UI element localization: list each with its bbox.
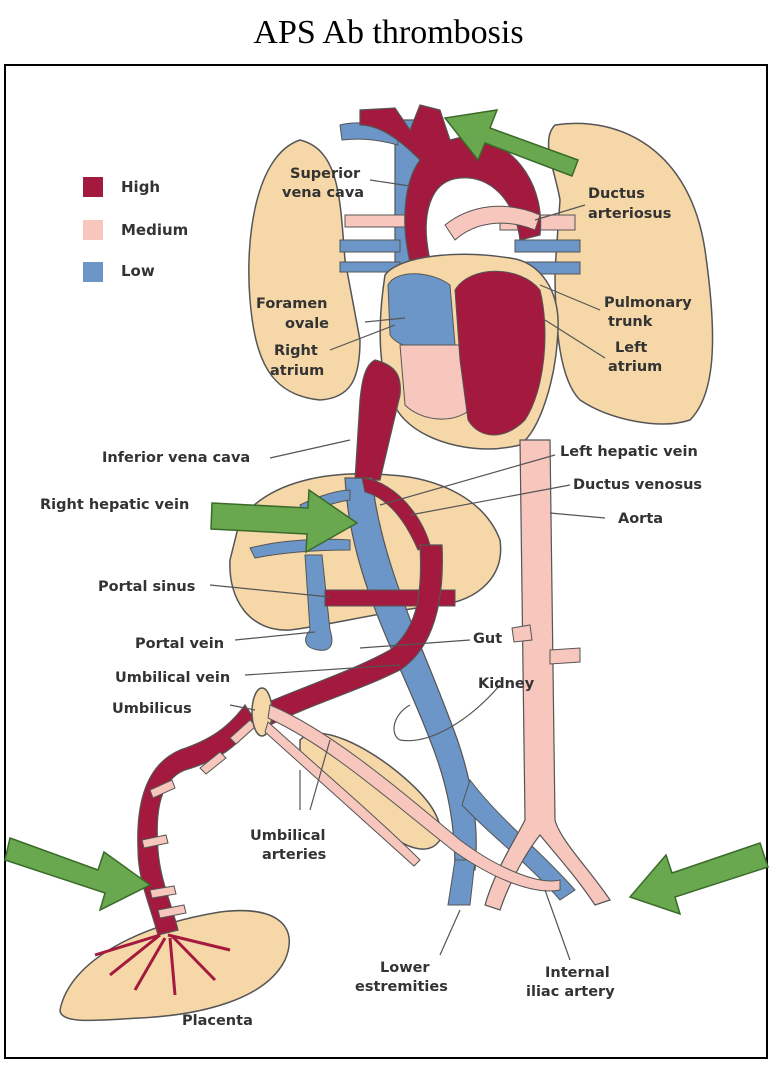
label-umbilical-arteries-2: arteries — [262, 847, 326, 863]
ivc-lower — [344, 477, 477, 871]
placental-vessels — [94, 933, 231, 996]
arrow-aorta-pointer — [443, 109, 579, 177]
aortic-arch — [359, 104, 542, 263]
label-right-hepatic-vein: Right hepatic vein — [40, 497, 189, 513]
label-left-atrium-1: Left — [615, 340, 647, 356]
legend-swatch-high — [83, 177, 103, 197]
hepatic-branch — [249, 538, 351, 559]
label-foramen-ovale-2: ovale — [285, 316, 329, 332]
label-internal-iliac-artery-2: iliac artery — [526, 984, 615, 1000]
umbilical-artery-2 — [264, 721, 421, 867]
label-pulmonary-trunk-2: trunk — [608, 314, 653, 330]
umbilical-arteries — [267, 704, 561, 892]
right-lung — [248, 139, 361, 401]
label-portal-vein: Portal vein — [135, 636, 224, 652]
legend-swatch-medium — [83, 220, 103, 240]
label-foramen-ovale-1: Foramen — [256, 296, 327, 312]
legend-label-high: High — [121, 178, 160, 196]
label-umbilical-vein: Umbilical vein — [115, 670, 230, 686]
label-aorta: Aorta — [618, 511, 663, 527]
arrow-liver-pointer — [210, 488, 359, 554]
placenta — [59, 909, 290, 1022]
legend-swatch-low — [83, 262, 103, 282]
label-ductus-arteriosus-1: Ductus — [588, 186, 645, 202]
label-lower-extremities-2: estremities — [355, 979, 448, 995]
legend-label-medium: Medium — [121, 221, 188, 239]
label-kidney: Kidney — [478, 676, 535, 692]
cord-twists — [141, 719, 257, 919]
label-left-hepatic-vein: Left hepatic vein — [560, 444, 698, 460]
kidney-flow-arrow — [393, 684, 501, 742]
page-title: APS Ab thrombosis — [253, 14, 524, 51]
legend: High Medium Low — [83, 177, 188, 282]
arrow-cord-pointer — [4, 837, 152, 912]
label-internal-iliac-artery-1: Internal — [545, 965, 610, 981]
leader-lines — [209, 179, 606, 961]
label-portal-sinus: Portal sinus — [98, 579, 195, 595]
label-right-atrium-2: atrium — [270, 363, 324, 379]
pointer-arrows — [4, 109, 769, 916]
label-umbilicus: Umbilicus — [112, 701, 192, 717]
portal-vein — [304, 554, 333, 651]
label-superior-vena-cava-2: vena cava — [282, 185, 364, 201]
gut-artery — [511, 624, 533, 643]
label-umbilical-arteries-1: Umbilical — [250, 828, 326, 844]
kidney-artery — [549, 647, 581, 665]
labels: Superior vena cava Ductus arteriosus For… — [40, 166, 702, 1029]
left-ventricle — [454, 270, 546, 436]
ivc-branch-left — [447, 859, 476, 906]
label-ductus-arteriosus-2: arteriosus — [588, 206, 671, 222]
label-placenta: Placenta — [182, 1013, 253, 1029]
label-ductus-venosus: Ductus venosus — [573, 477, 702, 493]
label-superior-vena-cava-1: Superior — [290, 166, 361, 182]
label-gut: Gut — [473, 631, 502, 647]
inferior-vena-cava — [354, 359, 401, 481]
legend-label-low: Low — [121, 262, 155, 280]
label-left-atrium-2: atrium — [608, 359, 662, 375]
ductus-arteriosus — [444, 205, 541, 241]
label-right-atrium-1: Right — [274, 343, 318, 359]
label-inferior-vena-cava: Inferior vena cava — [102, 450, 250, 466]
label-lower-extremities-1: Lower — [380, 960, 430, 976]
label-pulmonary-trunk-1: Pulmonary — [604, 295, 692, 311]
pulmonary-veins-right — [339, 239, 401, 273]
right-atrium — [387, 273, 456, 350]
arrow-iliac-pointer — [628, 842, 769, 916]
